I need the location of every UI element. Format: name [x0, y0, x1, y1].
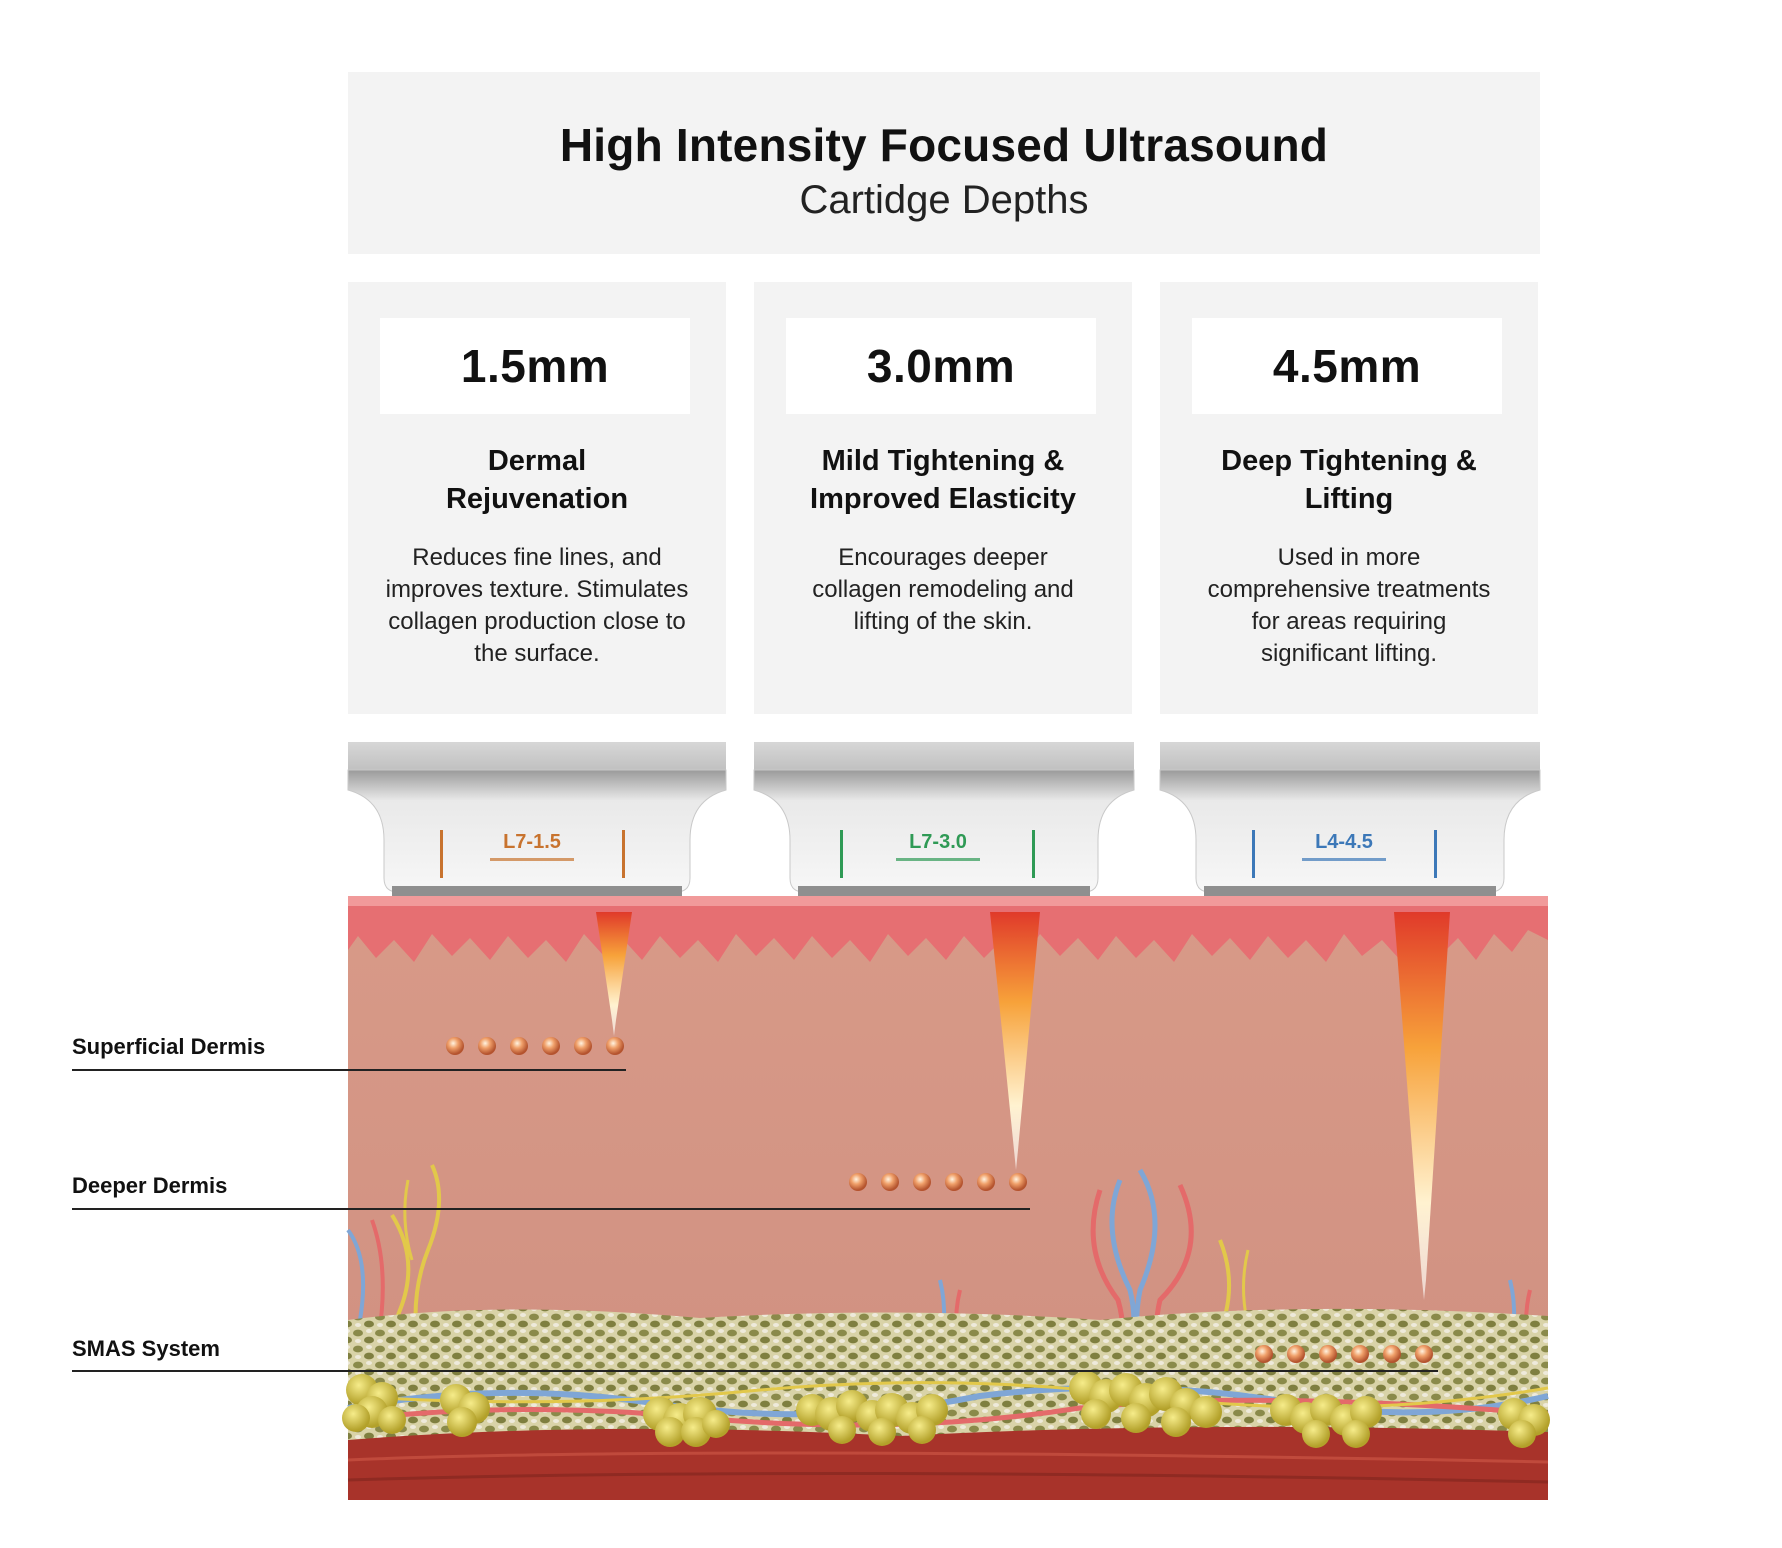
probe-marker	[840, 830, 843, 878]
probe-3: L4-4.5	[1159, 742, 1541, 896]
epidermis-layer	[348, 896, 1548, 962]
focal-point	[478, 1037, 496, 1055]
focal-point	[945, 1173, 963, 1191]
cartridge-name: Dermal Rejuvenation	[358, 442, 716, 518]
focal-point	[510, 1037, 528, 1055]
description-line: lifting of the skin.	[853, 608, 1033, 635]
cartridge-depth: 1.5mm	[380, 318, 690, 414]
ultrasound-beam	[596, 912, 632, 1036]
layer-label-smas-system: SMAS System	[72, 1336, 220, 1361]
probe-marker	[622, 830, 625, 878]
cartridge-name-line: Dermal	[487, 445, 587, 477]
focal-point	[1319, 1345, 1337, 1363]
cartridge-name: Deep Tightening & Lifting	[1170, 442, 1528, 518]
probe-marker	[1434, 830, 1437, 878]
cartridge-name-line: Lifting	[1304, 483, 1394, 515]
cartridge-description: Used in more comprehensive treatments fo…	[1170, 542, 1528, 670]
cartridge-name: Mild Tightening & Improved Elasticity	[764, 442, 1122, 518]
cartridge-name-line: Deep Tightening &	[1221, 445, 1477, 477]
layer-label-deeper-dermis: Deeper Dermis	[72, 1173, 228, 1198]
description-line: collagen remodeling and	[812, 576, 1074, 603]
muscle-layer	[348, 1426, 1548, 1500]
focal-points-smas	[1255, 1345, 1433, 1363]
title-panel: High Intensity Focused Ultrasound Cartid…	[348, 72, 1540, 254]
probe-marker	[1032, 830, 1035, 878]
skin-block	[342, 896, 1550, 1500]
description-line: Reduces fine lines, and	[412, 544, 662, 571]
focal-point	[1009, 1173, 1027, 1191]
focal-point	[574, 1037, 592, 1055]
focal-point	[1287, 1345, 1305, 1363]
probe-label: L7-1.5	[503, 831, 561, 853]
leader-line	[72, 1208, 1030, 1210]
cartridge-name-line: Improved Elasticity	[810, 483, 1076, 515]
probe-marker	[440, 830, 443, 878]
ultrasound-beam	[1394, 912, 1450, 1300]
cartridge-description: Reduces fine lines, and improves texture…	[358, 542, 716, 670]
focal-point	[1351, 1345, 1369, 1363]
focal-point	[849, 1173, 867, 1191]
leader-line	[72, 1370, 1438, 1372]
focal-point	[1383, 1345, 1401, 1363]
leader-line	[72, 1069, 626, 1071]
probe-2: L7-3.0	[753, 742, 1135, 896]
focal-point	[1415, 1345, 1433, 1363]
cartridge-card-1: 1.5mm Dermal Rejuvenation Reduces fine l…	[348, 282, 726, 714]
focal-point	[606, 1037, 624, 1055]
description-line: for areas requiring	[1251, 608, 1447, 635]
probe-label: L4-4.5	[1315, 831, 1373, 853]
description-line: Used in more	[1277, 544, 1421, 571]
probe-1: L7-1.5	[347, 742, 727, 896]
focal-point	[881, 1173, 899, 1191]
description-line: comprehensive treatments	[1207, 576, 1491, 603]
cartridge-depth: 3.0mm	[786, 318, 1096, 414]
layer-label-superficial-dermis: Superficial Dermis	[72, 1034, 266, 1059]
focal-points-superficial	[446, 1037, 624, 1055]
focal-points-deeper	[849, 1173, 1027, 1191]
cartridge-name-line: Rejuvenation	[445, 483, 629, 515]
focal-point	[446, 1037, 464, 1055]
cartridge-name-line: Mild Tightening &	[821, 445, 1065, 477]
cartridge-description: Encourages deeper collagen remodeling an…	[764, 542, 1122, 638]
focal-point	[913, 1173, 931, 1191]
description-line: the surface.	[474, 640, 600, 667]
focal-point	[542, 1037, 560, 1055]
page-title: High Intensity Focused Ultrasound	[559, 119, 1329, 171]
focal-point	[1255, 1345, 1273, 1363]
probe-marker	[1252, 830, 1255, 878]
ultrasound-beam	[990, 912, 1040, 1170]
cartridge-card-3: 4.5mm Deep Tightening & Lifting Used in …	[1160, 282, 1538, 714]
probe-label: L7-3.0	[909, 831, 967, 853]
description-line: improves texture. Stimulates	[385, 576, 689, 603]
cartridge-card-2: 3.0mm Mild Tightening & Improved Elastic…	[754, 282, 1132, 714]
focal-point	[977, 1173, 995, 1191]
description-line: collagen production close to	[388, 608, 686, 635]
page-subtitle: Cartidge Depths	[799, 178, 1089, 222]
description-line: Encourages deeper	[838, 544, 1048, 571]
description-line: significant lifting.	[1260, 640, 1438, 667]
cartridge-depth: 4.5mm	[1192, 318, 1502, 414]
